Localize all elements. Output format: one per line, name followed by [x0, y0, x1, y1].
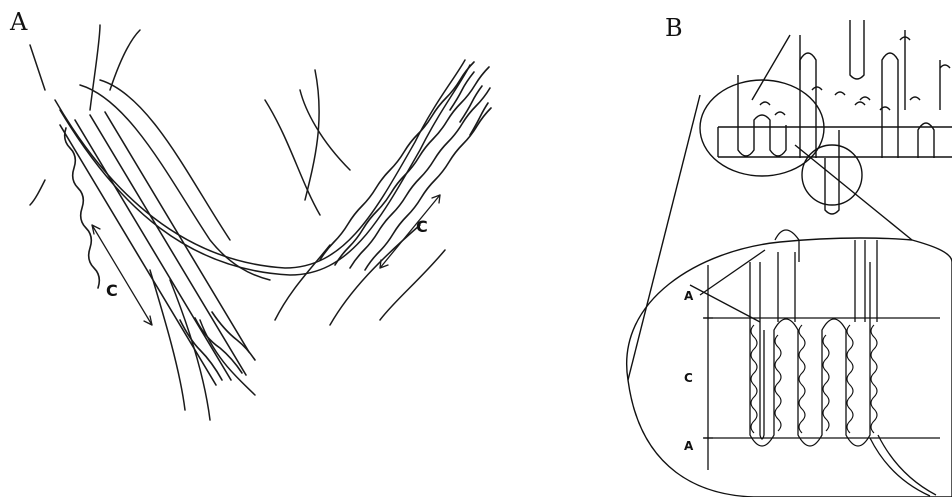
panel-b-label-a-bottom: A — [684, 439, 694, 453]
panel-b-upper-detail — [718, 20, 952, 214]
panel-b-label-c: C — [684, 371, 693, 385]
arrow-right-icon — [380, 195, 440, 268]
panel-b-magnified-oval — [627, 238, 952, 497]
panel-a-fibres — [30, 25, 470, 420]
panel-b-drawing — [627, 20, 952, 497]
arrow-left-icon — [92, 225, 152, 325]
panel-b-twisted-beads — [751, 325, 877, 433]
panel-a-label-c-right: C — [416, 217, 428, 236]
panel-b-loops — [690, 230, 940, 496]
panel-a-label-c-left: C — [106, 281, 118, 300]
panel-b-label-a-top: A — [684, 289, 694, 303]
